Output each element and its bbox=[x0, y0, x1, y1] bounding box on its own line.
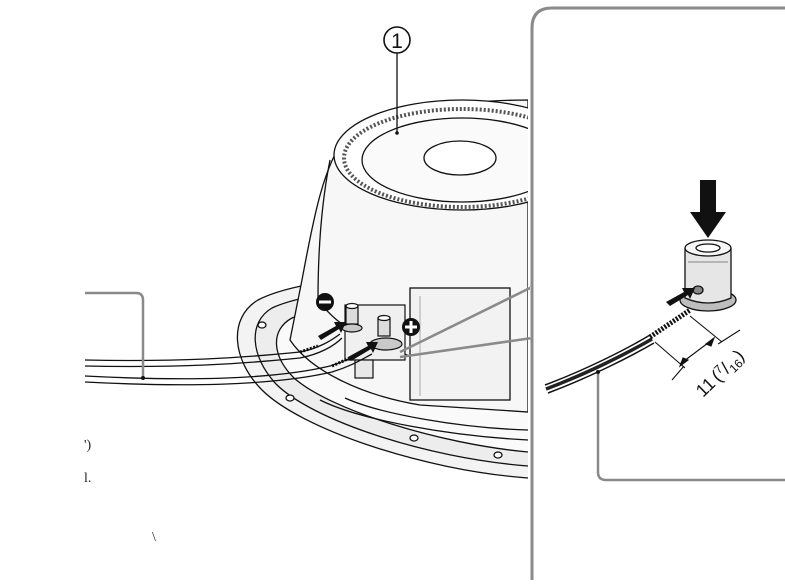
positive-terminal bbox=[369, 314, 403, 351]
wire-leader bbox=[85, 291, 145, 378]
zoom-connector-bottom bbox=[399, 336, 533, 359]
cropped-text-fragment-1: ') bbox=[84, 438, 92, 453]
zoom-wire-leader bbox=[596, 372, 785, 482]
push-down-arrow bbox=[690, 180, 726, 238]
wire-detail bbox=[544, 307, 692, 394]
cropped-text-fragment-3: \ bbox=[152, 530, 156, 545]
flange-screw-holes bbox=[257, 321, 503, 459]
arrow-negative bbox=[318, 322, 346, 340]
leader-lines bbox=[85, 285, 533, 378]
zoom-detail-panel bbox=[530, 6, 785, 580]
callout-1-number: 1 bbox=[391, 30, 403, 53]
speaker-wires bbox=[84, 333, 373, 386]
strip-length-dimension bbox=[654, 315, 741, 381]
positive-terminal-badge: + bbox=[402, 318, 420, 336]
cropped-text-fragment-2: l. bbox=[84, 471, 92, 486]
stripped-wire-end bbox=[648, 307, 692, 340]
zoom-connector-top bbox=[399, 285, 533, 354]
speaker-dust-cap bbox=[423, 140, 497, 176]
wire-negative bbox=[84, 333, 341, 362]
insert-wire-arrow bbox=[666, 288, 695, 306]
terminal-detail bbox=[679, 239, 737, 312]
wire-positive bbox=[84, 347, 371, 380]
negative-terminal-badge: − bbox=[316, 293, 334, 311]
negative-terminal bbox=[341, 302, 363, 333]
terminal-block bbox=[341, 302, 406, 379]
wire-hole bbox=[692, 285, 704, 295]
callout-1: 1 bbox=[383, 26, 411, 135]
